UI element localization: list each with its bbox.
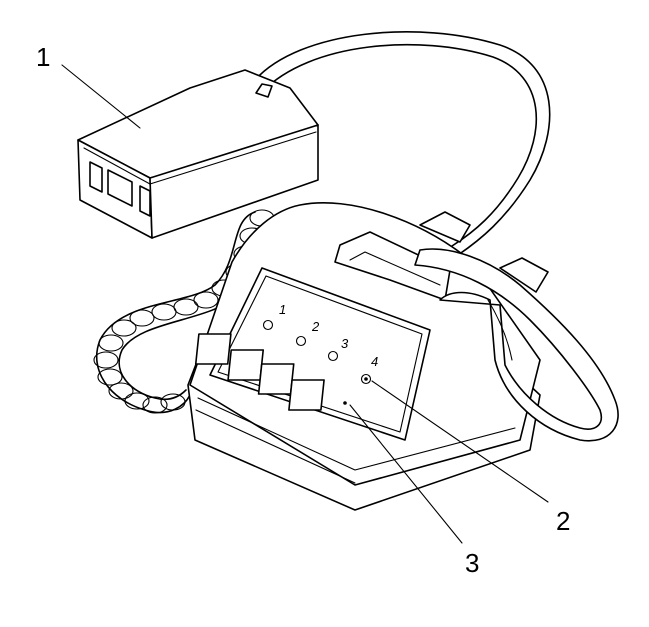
key-4-lamp-icon: [360, 373, 372, 385]
callout-3: 3: [465, 548, 479, 578]
key-row: 1 2 3 4: [194, 302, 378, 411]
leader-line-2: [371, 380, 549, 503]
key-2-lamp-icon: [295, 335, 307, 347]
key-2-label: 2: [311, 319, 320, 334]
leader-line-1: [61, 64, 141, 129]
key-4-label: 4: [371, 354, 378, 369]
callout-2: 2: [556, 506, 570, 536]
telephone-body: [187, 201, 541, 511]
connection-cable: [254, 31, 551, 256]
key-3-lamp-icon: [327, 350, 339, 362]
callout-1: 1: [36, 42, 50, 72]
handset: [414, 248, 619, 442]
junction-module: [77, 69, 319, 239]
key-2-button[interactable]: [227, 349, 265, 381]
key-3-label: 3: [341, 336, 349, 351]
key-1-label: 1: [279, 302, 286, 317]
key-4-dot: [343, 401, 347, 405]
leader-line-3: [349, 404, 463, 544]
key-3-button[interactable]: [257, 363, 295, 395]
key-4-lamp-lit-icon: [364, 377, 368, 381]
key-1-lamp-icon: [262, 319, 274, 331]
key-1-button[interactable]: [194, 333, 232, 365]
key-4-button[interactable]: [288, 379, 325, 411]
leader-lines: [61, 64, 549, 544]
